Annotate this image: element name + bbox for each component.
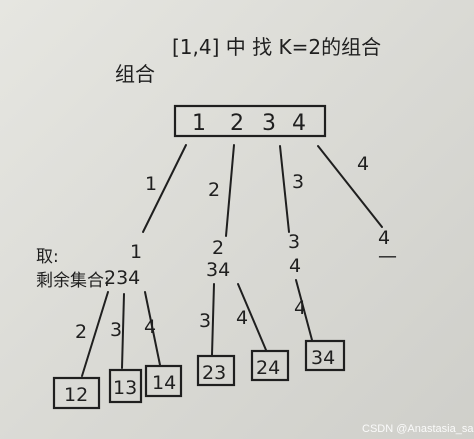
node-2-taken: 2 — [212, 237, 224, 259]
result-box-14 — [144, 364, 183, 398]
result-24: 24 — [256, 357, 280, 379]
leaf-line-23 — [211, 283, 215, 356]
leaf-label-3: 3 — [110, 319, 122, 341]
result-13: 13 — [113, 377, 137, 399]
root-item-2: 2 — [230, 111, 244, 136]
result-box-24 — [250, 349, 290, 382]
branch-line-1 — [142, 144, 187, 233]
diagram-title: [1,4] 中 找 K=2的组合 — [172, 35, 381, 59]
leaf-line-12 — [81, 291, 109, 377]
take-label: 取: — [36, 247, 59, 267]
root-item-3: 3 — [262, 111, 276, 136]
result-box-23 — [196, 354, 236, 387]
node-2-remaining: 34 — [206, 259, 230, 281]
leaf-label-3b: 3 — [199, 310, 211, 332]
node-1-remaining: 234 — [104, 267, 140, 289]
node-4-remaining: — — [378, 245, 397, 267]
diagram-subtitle: 组合 — [115, 62, 155, 86]
remaining-label: 剩余集合: — [36, 271, 110, 291]
leaf-line-13 — [121, 293, 125, 369]
root-box — [173, 104, 327, 138]
result-34: 34 — [311, 347, 335, 369]
result-12: 12 — [64, 384, 88, 406]
leaf-line-14 — [144, 291, 161, 366]
branch-line-2 — [225, 144, 235, 237]
result-box-13 — [108, 368, 143, 404]
result-box-34 — [304, 339, 346, 372]
branch-line-3 — [279, 145, 290, 233]
leaf-label-4: 4 — [144, 316, 156, 338]
branch-line-4 — [317, 145, 383, 228]
branch-label-1: 1 — [145, 173, 157, 195]
node-3-remaining: 4 — [289, 255, 301, 277]
leaf-line-24 — [237, 283, 267, 351]
result-14: 14 — [152, 372, 176, 394]
branch-label-2: 2 — [208, 179, 220, 201]
result-23: 23 — [202, 362, 226, 384]
result-box-12 — [52, 376, 101, 410]
leaf-label-4b: 4 — [236, 307, 248, 329]
node-3-taken: 3 — [288, 231, 300, 253]
branch-label-4: 4 — [357, 153, 369, 175]
root-item-4: 4 — [292, 111, 306, 136]
watermark: CSDN @Anastasia_sakura — [362, 423, 474, 435]
branch-label-3: 3 — [292, 171, 304, 193]
node-4-taken: 4 — [378, 227, 390, 249]
leaf-label-4c: 4 — [294, 297, 306, 319]
leaf-line-34 — [295, 279, 313, 341]
node-1-taken: 1 — [130, 241, 142, 263]
root-item-1: 1 — [192, 111, 206, 136]
leaf-label-2: 2 — [75, 321, 87, 343]
